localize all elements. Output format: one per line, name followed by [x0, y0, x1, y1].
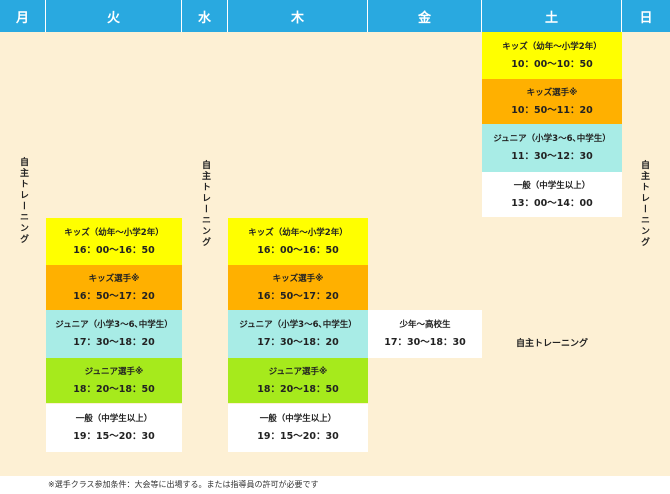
class-name: ジュニア（小学3～6､中学生） — [55, 320, 173, 330]
thursday-kids-select-class: キッズ選手※ 16：50～17：20 — [228, 265, 368, 310]
footnote: ※選手クラス参加条件：大会等に出場する。または指導員の許可が必要です — [48, 480, 319, 489]
tuesday-kids-class: キッズ（幼年～小学2年） 16：00～16：50 — [46, 218, 182, 265]
saturday-kids-class: キッズ（幼年～小学2年） 10：00～10：50 — [482, 32, 622, 79]
class-name: 一般（中学生以上） — [513, 180, 591, 191]
wednesday-self-training: 自主トレーニング — [200, 160, 210, 248]
class-time: 19：15～20：30 — [257, 431, 339, 442]
thursday-junior-class: ジュニア（小学3～6､中学生） 17：30～18：20 — [228, 310, 368, 358]
class-time: 18：20～18：50 — [73, 383, 155, 395]
header-tuesday: 火 — [46, 0, 182, 32]
thursday-kids-class: キッズ（幼年～小学2年） 16：00～16：50 — [228, 218, 368, 265]
class-time: 17：30～18：30 — [384, 337, 466, 348]
header-saturday: 土 — [482, 0, 622, 32]
class-name: キッズ選手※ — [526, 87, 578, 98]
saturday-general-class: 一般（中学生以上） 13：00～14：00 — [482, 172, 622, 217]
class-name: ジュニア（小学3～6､中学生） — [493, 134, 611, 144]
class-name: 一般（中学生以上） — [259, 414, 337, 424]
class-time: 16：50～17：20 — [73, 290, 155, 302]
class-name: ジュニア選手※ — [268, 366, 328, 377]
class-time: 11：30～12：30 — [511, 151, 593, 162]
header-thursday: 木 — [228, 0, 368, 32]
class-name: 少年～高校生 — [399, 320, 451, 330]
class-name: 一般（中学生以上） — [75, 414, 153, 424]
friday-youth-class: 少年～高校生 17：30～18：30 — [368, 310, 482, 358]
thursday-junior-select-class: ジュニア選手※ 18：20～18：50 — [228, 358, 368, 403]
class-name: ジュニア選手※ — [84, 366, 144, 377]
class-name: キッズ選手※ — [88, 273, 140, 284]
class-time: 17：30～18：20 — [257, 337, 339, 348]
class-time: 17：30～18：20 — [73, 337, 155, 348]
class-time: 16：00～16：50 — [257, 244, 339, 256]
class-time: 16：00～16：50 — [73, 244, 155, 256]
saturday-kids-select-class: キッズ選手※ 10：50～11：20 — [482, 79, 622, 124]
tuesday-general-class: 一般（中学生以上） 19：15～20：30 — [46, 404, 182, 452]
monday-self-training: 自主トレーニング — [18, 157, 28, 245]
tuesday-kids-select-class: キッズ選手※ 16：50～17：20 — [46, 265, 182, 310]
class-time: 10：50～11：20 — [511, 104, 593, 116]
class-name: キッズ（幼年～小学2年） — [248, 227, 348, 238]
class-time: 10：00～10：50 — [511, 58, 593, 70]
class-name: キッズ（幼年～小学2年） — [502, 41, 602, 52]
class-name: キッズ（幼年～小学2年） — [64, 227, 164, 238]
class-time: 19：15～20：30 — [73, 431, 155, 442]
class-time: 18：20～18：50 — [257, 383, 339, 395]
tuesday-junior-select-class: ジュニア選手※ 18：20～18：50 — [46, 358, 182, 403]
sunday-self-training: 自主トレーニング — [639, 160, 649, 248]
saturday-self-training: 自主トレーニング — [515, 339, 588, 349]
header-sunday: 日 — [622, 0, 670, 32]
header-monday: 月 — [0, 0, 46, 32]
tuesday-junior-class: ジュニア（小学3～6､中学生） 17：30～18：20 — [46, 310, 182, 358]
header-wednesday: 水 — [182, 0, 228, 32]
class-time: 13：00～14：00 — [511, 197, 593, 209]
thursday-general-class: 一般（中学生以上） 19：15～20：30 — [228, 404, 368, 452]
saturday-junior-class: ジュニア（小学3～6､中学生） 11：30～12：30 — [482, 124, 622, 172]
class-name: キッズ選手※ — [272, 273, 324, 284]
header-friday: 金 — [368, 0, 482, 32]
class-time: 16：50～17：20 — [257, 290, 339, 302]
class-name: ジュニア（小学3～6､中学生） — [239, 320, 357, 330]
